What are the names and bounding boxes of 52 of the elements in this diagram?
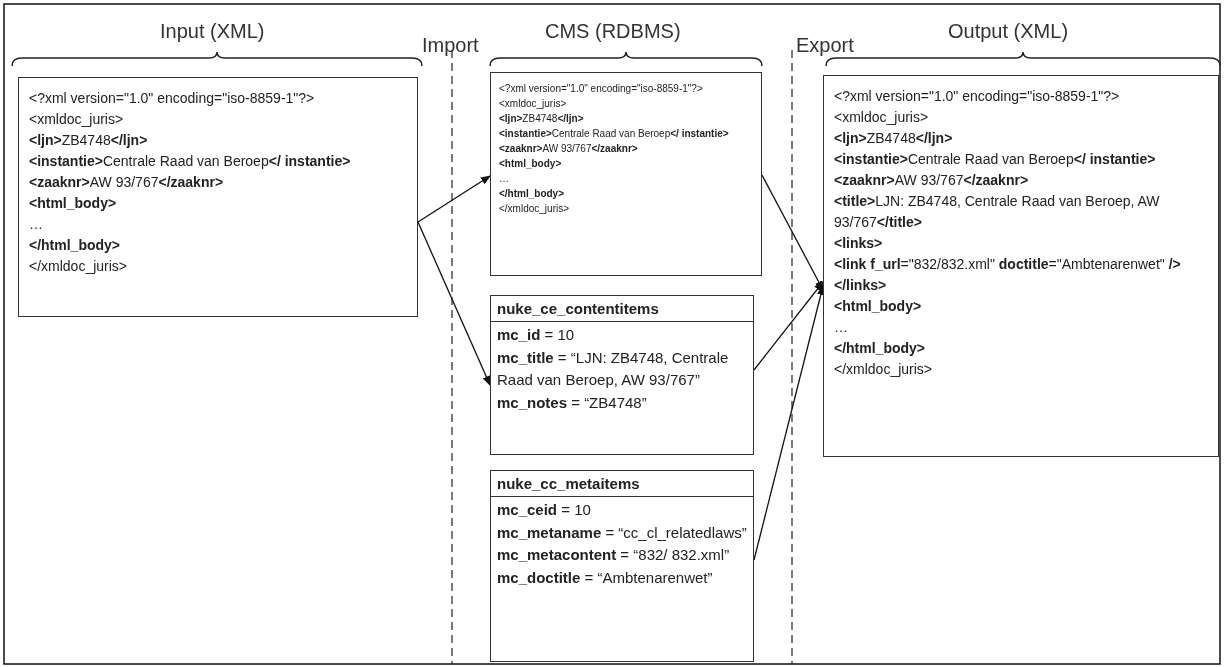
code-line: </xmldoc_juris> bbox=[499, 202, 571, 216]
stage-label: Import bbox=[422, 34, 479, 57]
code-line: </links> bbox=[834, 276, 888, 295]
field-value: mc_notes = “ZB4748” bbox=[497, 392, 648, 413]
code-line: <ljn>ZB4748</ljn> bbox=[499, 112, 585, 126]
code-line: <html_body> bbox=[834, 297, 923, 316]
xml-document-box bbox=[490, 72, 762, 276]
code-line: <instantie>Centrale Raad van Beroep</ instantie> bbox=[499, 127, 730, 141]
field-value: mc_ceid = 10 bbox=[497, 500, 592, 520]
field-value: mc_doctitle = “Ambtenarenwet” bbox=[497, 567, 714, 588]
code-line: <xmldoc_juris> bbox=[29, 110, 125, 129]
code-line: <xmldoc_juris> bbox=[834, 108, 930, 127]
code-line: … bbox=[499, 172, 510, 186]
table-name: nuke_ce_contentitems bbox=[491, 296, 753, 322]
code-line: <link f_url="832/832.xml" doctitle="Ambtenarenwet" /> bbox=[834, 255, 1182, 274]
code-line: <ljn>ZB4748</ljn> bbox=[834, 129, 954, 148]
arrow bbox=[417, 175, 491, 223]
code-line: <?xml version="1.0" encoding="iso-8859-1"?> bbox=[499, 82, 704, 96]
code-line: <links> bbox=[834, 234, 884, 253]
database-table bbox=[490, 470, 754, 662]
code-line: <instantie>Centrale Raad van Beroep</ instantie> bbox=[834, 150, 1157, 169]
code-line: <html_body> bbox=[499, 157, 563, 171]
code-line: <zaaknr>AW 93/767</zaaknr> bbox=[834, 171, 1030, 190]
code-line: … bbox=[834, 318, 849, 337]
code-line: <html_body> bbox=[29, 194, 118, 213]
code-line: <title>LJN: ZB4748, Centrale Raad van Beroep, AW 93/767</title> bbox=[834, 192, 1161, 232]
code-line: </html_body> bbox=[29, 236, 122, 255]
code-line: … bbox=[29, 215, 44, 234]
column-heading: Input (XML) bbox=[160, 20, 265, 43]
code-line: <?xml version="1.0" encoding="iso-8859-1"?> bbox=[834, 87, 1121, 106]
code-line: </html_body> bbox=[499, 187, 565, 201]
code-line: <ljn>ZB4748</ljn> bbox=[29, 131, 149, 150]
column-heading: Output (XML) bbox=[948, 20, 1069, 43]
code-line: <zaaknr>AW 93/767</zaaknr> bbox=[29, 173, 225, 192]
code-line: </xmldoc_juris> bbox=[834, 360, 934, 379]
xml-document-box bbox=[18, 77, 418, 317]
table-name: nuke_cc_metaitems bbox=[491, 471, 753, 497]
database-table bbox=[490, 295, 754, 455]
code-line: <xmldoc_juris> bbox=[499, 97, 568, 111]
stage-label: Export bbox=[796, 34, 854, 57]
code-line: <?xml version="1.0" encoding="iso-8859-1"?> bbox=[29, 89, 316, 108]
code-line: <zaaknr>AW 93/767</zaaknr> bbox=[499, 142, 639, 156]
xml-document-box bbox=[823, 75, 1219, 457]
field-value: mc_id = 10 bbox=[497, 325, 576, 345]
column-heading: CMS (RDBMS) bbox=[545, 20, 681, 43]
field-value: mc_metaname = “cc_cl_relatedlaws” bbox=[497, 522, 747, 543]
field-value: mc_title = “LJN: ZB4748, Centrale Raad van Beroep, AW 93/767” bbox=[497, 347, 730, 390]
code-line: </html_body> bbox=[834, 339, 927, 358]
code-line: </xmldoc_juris> bbox=[29, 257, 129, 276]
code-line: <instantie>Centrale Raad van Beroep</ instantie> bbox=[29, 152, 352, 171]
field-value: mc_metacontent = “832/ 832.xml” bbox=[497, 545, 731, 565]
arrow bbox=[417, 221, 491, 386]
